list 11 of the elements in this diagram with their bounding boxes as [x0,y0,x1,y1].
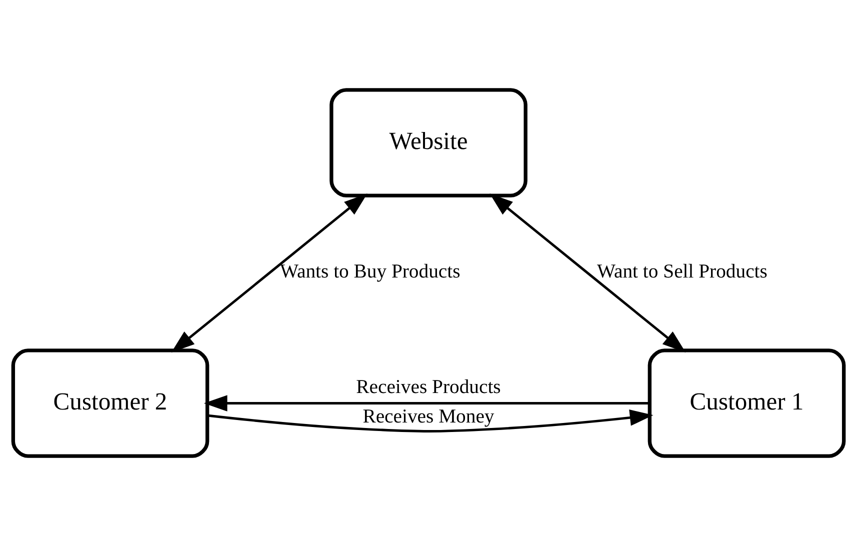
node-box: Website [330,88,528,197]
edge-label: Receives Products [356,376,501,398]
node-box: Customer 2 [11,348,210,458]
arrow [490,193,686,352]
arrow [207,409,654,432]
arrow [171,193,368,352]
node-box: Customer 1 [648,348,846,458]
edge-label: Receives Money [362,405,494,428]
edge-label: Want to Sell Products [597,260,768,282]
arrow [204,394,650,411]
edge-label: Wants to Buy Products [280,260,460,282]
